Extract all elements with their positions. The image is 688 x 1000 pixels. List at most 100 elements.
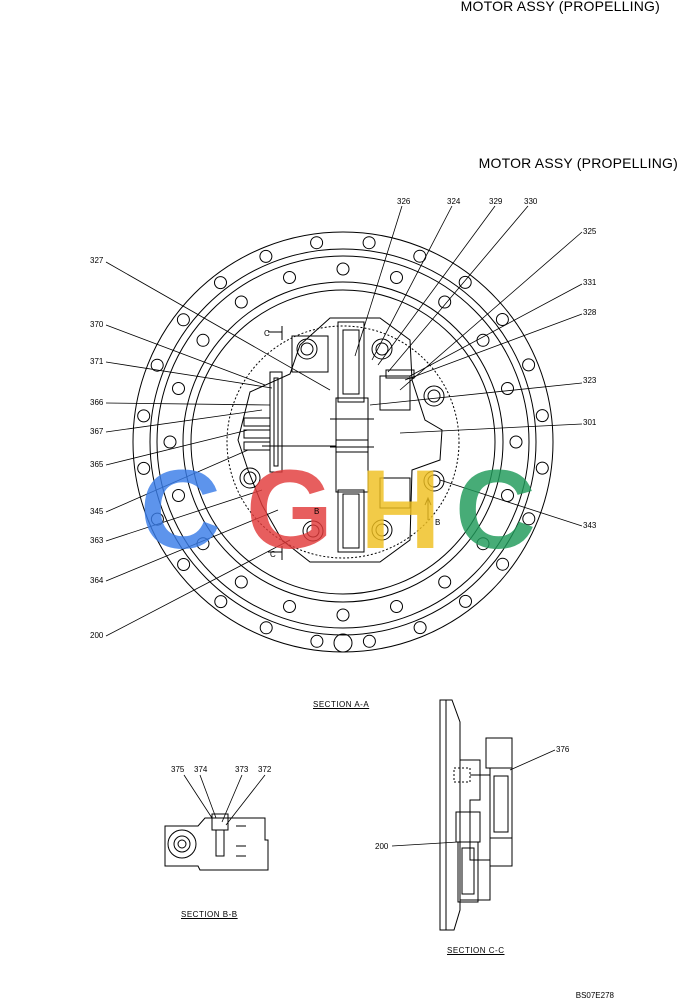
bolt-hole bbox=[495, 313, 509, 326]
part-label: 376 bbox=[556, 745, 570, 754]
leader-line bbox=[399, 423, 583, 434]
bolt-hole bbox=[137, 461, 151, 475]
leader-line bbox=[105, 409, 263, 433]
leader-line bbox=[225, 774, 266, 826]
section-b-title: SECTION B-B bbox=[181, 910, 238, 919]
bolt-hole bbox=[196, 333, 210, 347]
bolt-hole bbox=[150, 358, 164, 372]
part-label: 323 bbox=[583, 376, 597, 385]
watermark-logo: C G H C bbox=[140, 447, 536, 572]
part-label: 200 bbox=[90, 631, 104, 640]
part-label: 370 bbox=[90, 320, 104, 329]
bolt-hole bbox=[496, 557, 510, 571]
watermark-letter: C bbox=[140, 447, 221, 572]
section-mark-b: B bbox=[435, 518, 440, 527]
part-label: 364 bbox=[90, 576, 104, 585]
leader-line bbox=[221, 774, 243, 823]
bolt-hole bbox=[234, 295, 248, 309]
section-a-title: SECTION A-A bbox=[313, 700, 370, 709]
bolt-hole bbox=[150, 512, 164, 526]
bolt-hole bbox=[459, 594, 472, 608]
bolt-hole bbox=[522, 512, 536, 526]
part-label: 373 bbox=[235, 765, 249, 774]
leader-line bbox=[369, 382, 583, 406]
bolt-hole bbox=[137, 409, 151, 423]
leader-lines bbox=[105, 205, 583, 847]
section-c-title: SECTION C-C bbox=[447, 946, 505, 955]
bolt-hole bbox=[310, 236, 324, 250]
page-title: MOTOR ASSY (PROPELLING) bbox=[460, 0, 660, 14]
section-markers bbox=[268, 326, 432, 560]
bolt-hole bbox=[501, 382, 514, 395]
bolt-hole bbox=[535, 409, 549, 423]
leader-line bbox=[404, 313, 583, 381]
bolt-hole bbox=[283, 600, 296, 613]
leader-line bbox=[105, 361, 273, 389]
spool-assembly bbox=[243, 321, 415, 553]
watermark-letter: H bbox=[360, 447, 441, 572]
part-label: 365 bbox=[90, 460, 104, 469]
document-id: BS07E278 bbox=[575, 991, 614, 1000]
part-label: 326 bbox=[397, 197, 411, 206]
part-label: 375 bbox=[171, 765, 185, 774]
leader-line bbox=[105, 429, 249, 466]
part-label: 330 bbox=[524, 197, 538, 206]
leader-line bbox=[105, 489, 263, 542]
drain-port bbox=[333, 633, 353, 653]
part-label: 324 bbox=[447, 197, 461, 206]
bolt-hole bbox=[163, 435, 177, 449]
section-mark-c: C bbox=[270, 550, 276, 559]
part-label: 200 bbox=[375, 842, 389, 851]
drawing-title: MOTOR ASSY (PROPELLING) bbox=[478, 155, 678, 171]
bolt-hole bbox=[310, 634, 324, 648]
part-label: 345 bbox=[90, 507, 104, 516]
bolt-hole bbox=[522, 358, 536, 372]
bolt-hole bbox=[259, 249, 273, 263]
section-mark-c: C bbox=[264, 329, 270, 338]
part-label: 331 bbox=[583, 278, 597, 287]
bolt-hole bbox=[172, 489, 185, 502]
leader-line bbox=[399, 231, 583, 391]
bolt-hole bbox=[214, 276, 227, 290]
leader-line bbox=[354, 205, 403, 357]
bolt-hole bbox=[214, 595, 228, 609]
bolt-hole bbox=[362, 634, 376, 648]
leader-line bbox=[105, 449, 249, 513]
leader-line bbox=[439, 479, 583, 527]
bolt-hole bbox=[336, 262, 350, 276]
watermark-letter: C bbox=[455, 447, 536, 572]
bolt-hole bbox=[535, 461, 549, 475]
bolt-hole bbox=[458, 275, 472, 289]
bolt-hole bbox=[390, 271, 403, 284]
bolt-hole bbox=[234, 575, 248, 589]
bolt-hole bbox=[476, 333, 490, 347]
part-label: 343 bbox=[583, 521, 597, 530]
leader-line bbox=[391, 841, 459, 847]
part-label: 372 bbox=[258, 765, 272, 774]
part-label: 301 bbox=[583, 418, 597, 427]
bolt-hole bbox=[172, 382, 185, 395]
watermark-letter: G bbox=[246, 447, 333, 572]
bolt-hole bbox=[177, 558, 191, 571]
bolt-hole bbox=[390, 600, 403, 613]
part-label: 327 bbox=[90, 256, 104, 265]
leader-line bbox=[377, 205, 496, 366]
bolt-hole bbox=[438, 295, 452, 309]
leader-line bbox=[183, 774, 213, 819]
leader-line bbox=[409, 283, 583, 377]
valve-body bbox=[237, 317, 445, 563]
bolt-hole bbox=[362, 236, 376, 250]
leader-line bbox=[105, 261, 331, 391]
bolt-hole bbox=[438, 575, 452, 589]
bolt-hole bbox=[413, 621, 427, 635]
leader-line bbox=[105, 509, 279, 582]
section-c-detail bbox=[439, 699, 513, 931]
bolt-hole bbox=[259, 621, 273, 635]
leader-line bbox=[371, 205, 453, 361]
part-label: 367 bbox=[90, 427, 104, 436]
leader-line bbox=[105, 539, 291, 637]
part-label: 366 bbox=[90, 398, 104, 407]
leader-line bbox=[387, 205, 529, 373]
leader-line bbox=[509, 749, 556, 771]
